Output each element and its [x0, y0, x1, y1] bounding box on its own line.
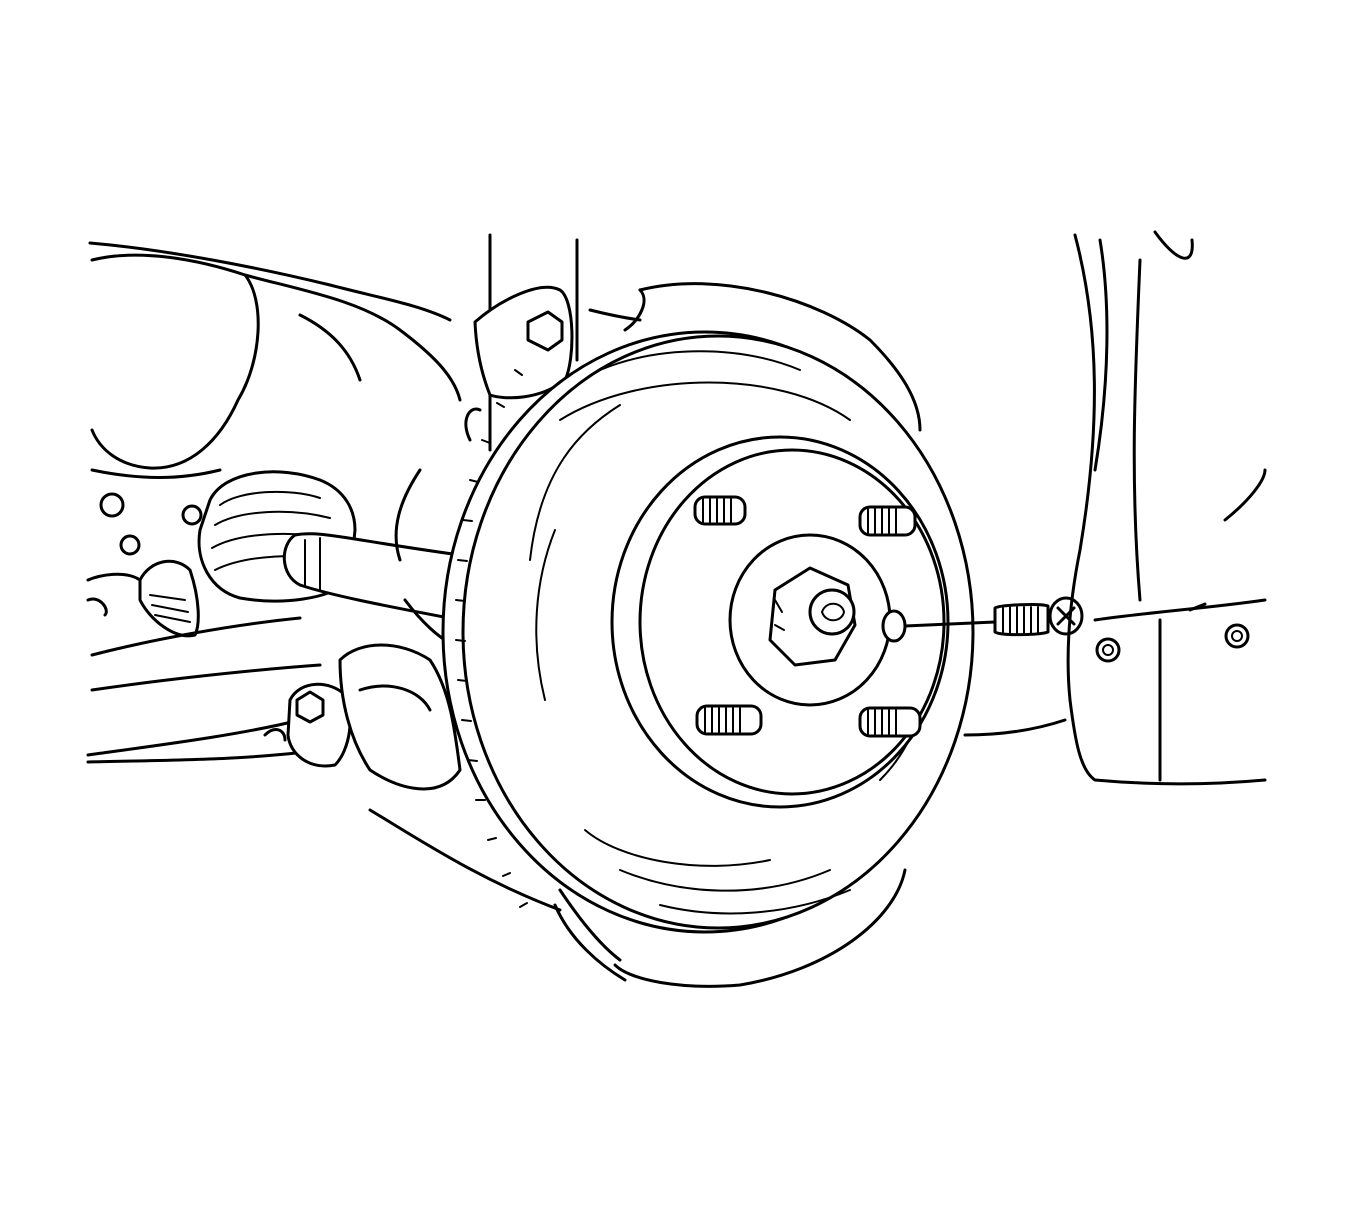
drive-axle [138, 470, 462, 638]
wheel-stud-icon [993, 603, 1050, 637]
bolt-icon [181, 504, 203, 526]
axle-end [808, 588, 856, 636]
bolt-icon [119, 534, 141, 556]
wheel-stud-lower-right [858, 706, 922, 738]
brake-rotor [441, 330, 975, 934]
wheel-stud-lower-left [695, 704, 763, 736]
dust-shield [553, 282, 922, 988]
rotor-vents [455, 369, 528, 908]
wheel-stud-icon [695, 704, 763, 736]
fender-bolt-icon [1224, 623, 1250, 649]
wheel-stud-icon [858, 505, 917, 537]
wheel-stud-upper-left [693, 495, 747, 526]
bolt-icon [99, 492, 125, 518]
subframe-bolts [86, 492, 203, 617]
vehicle-body-right [963, 230, 1267, 786]
control-arm-bolt-icon [295, 690, 325, 724]
vehicle-body-left [88, 241, 462, 479]
wheel-stud-icon [693, 495, 747, 526]
removed-wheel-stud [903, 596, 1084, 637]
fender-bolt-icon [1095, 637, 1121, 663]
rotor-surface-lines [529, 350, 919, 915]
strut-mount [464, 233, 642, 452]
strut-nut-icon [526, 310, 564, 352]
wheel-stud-upper-right [858, 505, 917, 537]
lower-control-arm [86, 468, 562, 912]
removal-leader-line [903, 620, 997, 628]
empty-stud-hole [881, 609, 907, 643]
